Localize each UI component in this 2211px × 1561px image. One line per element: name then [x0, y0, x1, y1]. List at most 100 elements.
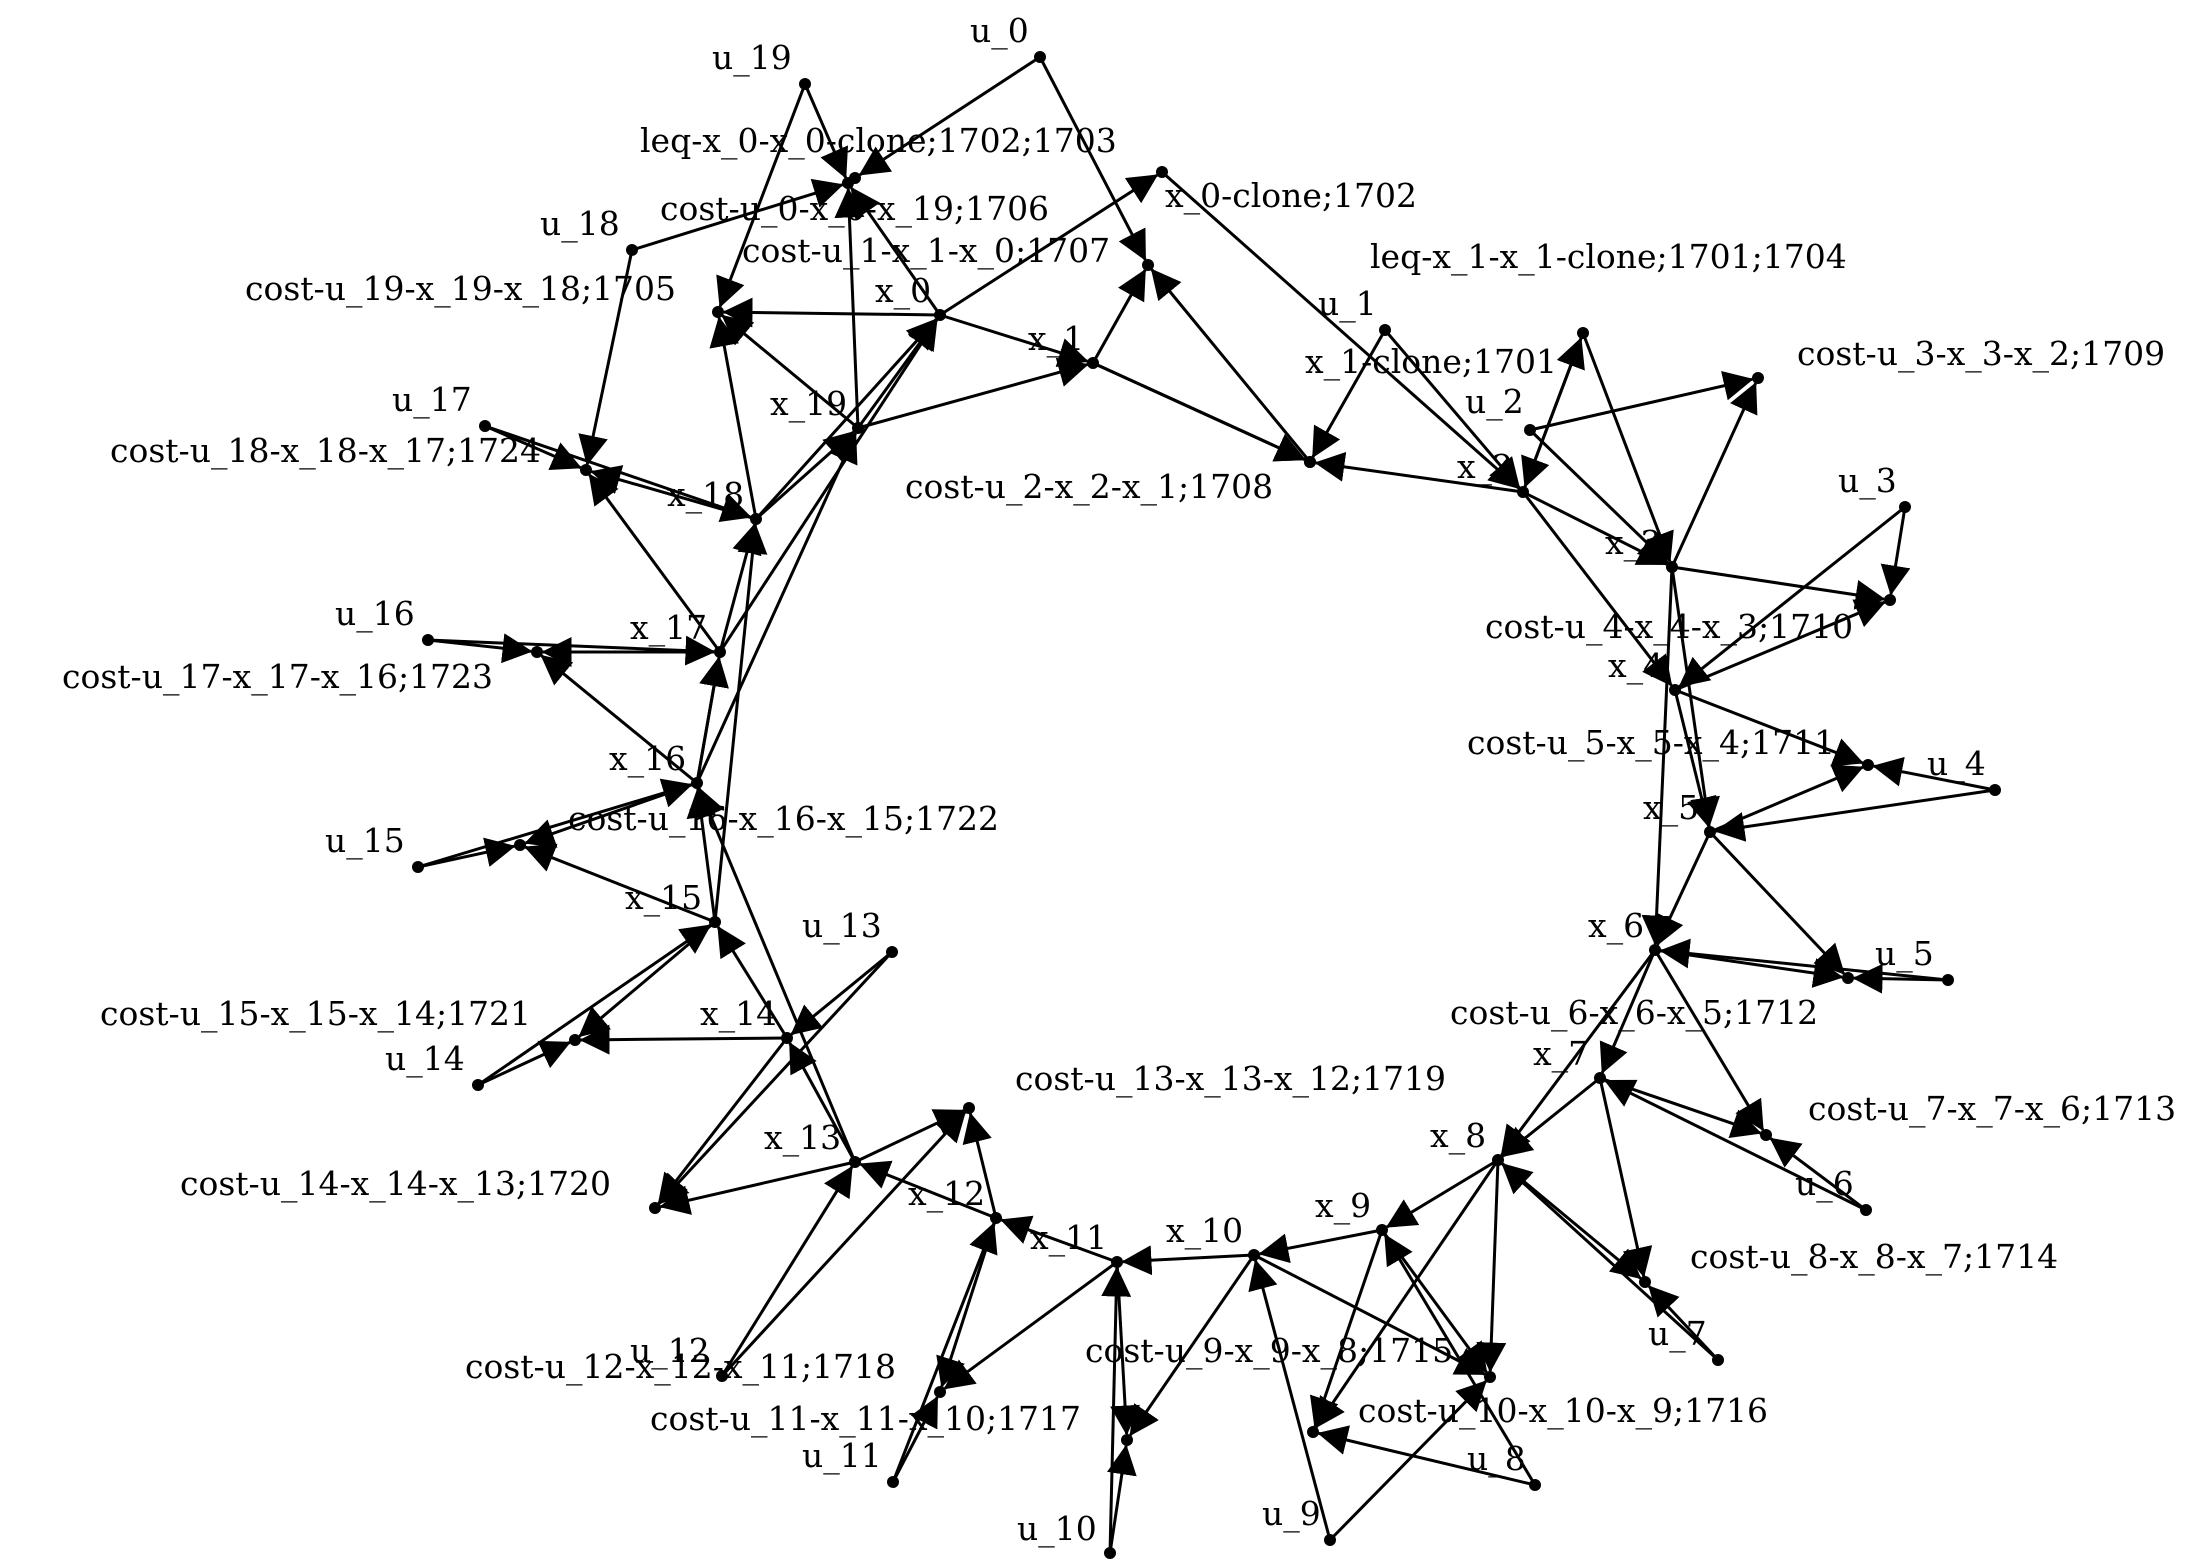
node-c2[interactable]	[1304, 456, 1316, 468]
edge-u_0-to-c1	[1038, 56, 1147, 262]
node-u_13[interactable]	[886, 946, 898, 958]
node-u_5[interactable]	[1942, 974, 1954, 986]
edge-x_12-to-c13	[962, 1112, 998, 1219]
node-c15[interactable]	[569, 1034, 581, 1046]
node-label-u_16: u_16	[335, 594, 415, 634]
node-label-x_8: x_8	[1430, 1116, 1486, 1156]
node-c12[interactable]	[934, 1386, 946, 1398]
node-c16[interactable]	[514, 839, 526, 851]
node-x_6[interactable]	[1649, 944, 1661, 956]
node-label-x_1: x_1	[1028, 319, 1084, 359]
edge-u_18-to-c18	[578, 249, 634, 466]
node-c8[interactable]	[1639, 1276, 1651, 1288]
node-u_15[interactable]	[412, 861, 424, 873]
node-x_13[interactable]	[849, 1156, 861, 1168]
node-x_8[interactable]	[1492, 1154, 1504, 1166]
node-label-x_0: x_0	[875, 271, 931, 311]
node-c10[interactable]	[1484, 1371, 1496, 1383]
node-x_0[interactable]	[934, 309, 946, 321]
node-label-c0: cost-u_0-x_0-x_19;1706	[660, 189, 1049, 229]
node-x_5[interactable]	[1704, 826, 1716, 838]
node-u_9[interactable]	[1324, 1534, 1336, 1546]
node-c7[interactable]	[1760, 1129, 1772, 1141]
node-u_16[interactable]	[422, 634, 434, 646]
node-x_1[interactable]	[1087, 357, 1099, 369]
node-c6[interactable]	[1842, 972, 1854, 984]
node-u_19[interactable]	[799, 78, 811, 90]
edge-u_19-to-c19	[716, 83, 807, 308]
edge-x_4-to-c5	[1674, 688, 1864, 767]
edge-x_9-to-c9	[1309, 1229, 1384, 1428]
node-u_4[interactable]	[1989, 784, 2001, 796]
node-c3[interactable]	[1752, 372, 1764, 384]
node-x_18[interactable]	[750, 513, 762, 525]
edge-x_17-to-x_0	[718, 318, 938, 653]
edge-x_6-to-x_8	[1500, 949, 1657, 1157]
edge-x_5-to-c6	[1708, 830, 1845, 975]
edge-x_2-to-x_4	[1521, 491, 1673, 687]
node-c14[interactable]	[649, 1202, 661, 1214]
node-c11[interactable]	[1121, 1434, 1133, 1446]
node-x_15[interactable]	[709, 916, 721, 928]
edge-x_5-to-c5	[1709, 764, 1864, 834]
edge-x_1-to-c1	[1091, 268, 1147, 364]
node-u_18[interactable]	[626, 244, 638, 256]
node-label-c10: cost-u_10-x_10-x_9;1716	[1358, 1391, 1768, 1431]
node-x_16[interactable]	[691, 777, 703, 789]
node-u_14[interactable]	[472, 1079, 484, 1091]
edge-u_2-to-c3	[1529, 371, 1754, 432]
node-u_2[interactable]	[1524, 424, 1536, 436]
node-u_10[interactable]	[1104, 1547, 1116, 1559]
edge-u_5-to-x_6	[1659, 938, 1949, 982]
node-u_0[interactable]	[1034, 51, 1046, 63]
edge-leq1-to-x_3	[1581, 332, 1674, 563]
node-u_3[interactable]	[1899, 501, 1911, 513]
edge-x_6-to-x_7	[1599, 949, 1657, 1074]
edge-u_14-to-x_15	[477, 924, 712, 1087]
node-c19[interactable]	[712, 306, 724, 318]
node-c1[interactable]	[1142, 259, 1154, 271]
node-c18[interactable]	[580, 464, 592, 476]
node-x_0c[interactable]	[1156, 166, 1168, 178]
node-x_19[interactable]	[852, 422, 864, 434]
edge-x_14-to-x_15	[716, 925, 789, 1039]
node-x_17[interactable]	[714, 646, 726, 658]
node-x_9[interactable]	[1376, 1224, 1388, 1236]
node-label-u_2: u_2	[1465, 382, 1524, 422]
label-layer: u_0u_1u_2u_3u_4u_5u_6u_7u_8u_9u_10u_11u_…	[62, 11, 2176, 1549]
node-u_12[interactable]	[716, 1370, 728, 1382]
node-u_7[interactable]	[1712, 1354, 1724, 1366]
node-u_11[interactable]	[887, 1476, 899, 1488]
node-x_10[interactable]	[1248, 1249, 1260, 1261]
node-u_6[interactable]	[1860, 1204, 1872, 1216]
node-x_3[interactable]	[1666, 561, 1678, 573]
node-label-c17: cost-u_17-x_17-x_16;1723	[62, 657, 493, 697]
edge-u_6-to-x_7	[1604, 1079, 1867, 1212]
edge-x_3-to-x_6	[1641, 566, 1674, 946]
node-c4[interactable]	[1884, 594, 1896, 606]
node-x_7[interactable]	[1594, 1072, 1606, 1084]
node-c5[interactable]	[1862, 759, 1874, 771]
node-u_1[interactable]	[1379, 324, 1391, 336]
node-u_8[interactable]	[1529, 1479, 1541, 1491]
node-label-leq0: leq-x_0-x_0-clone;1702;1703	[640, 121, 1117, 161]
edge-x_2-to-x_3	[1522, 490, 1668, 566]
node-x_11[interactable]	[1111, 1256, 1123, 1268]
node-x_4[interactable]	[1669, 684, 1681, 696]
edge-u_4-to-c5	[1872, 756, 1996, 792]
node-c13[interactable]	[963, 1102, 975, 1114]
node-label-c16: cost-u_16-x_16-x_15;1722	[568, 799, 999, 839]
node-u_17[interactable]	[479, 420, 491, 432]
node-x_2[interactable]	[1517, 486, 1529, 498]
node-label-x_17: x_17	[630, 608, 707, 648]
node-x_14[interactable]	[781, 1032, 793, 1044]
node-c17[interactable]	[531, 646, 543, 658]
node-c9[interactable]	[1307, 1426, 1319, 1438]
node-label-u_3: u_3	[1838, 461, 1897, 501]
node-x_12[interactable]	[990, 1212, 1002, 1224]
edge-u_1-to-c2	[1311, 329, 1387, 459]
edge-layer	[417, 55, 1996, 1554]
node-leq1[interactable]	[1577, 327, 1589, 339]
edge-x_0c-to-x_2	[1161, 170, 1520, 490]
node-c0[interactable]	[842, 177, 854, 189]
